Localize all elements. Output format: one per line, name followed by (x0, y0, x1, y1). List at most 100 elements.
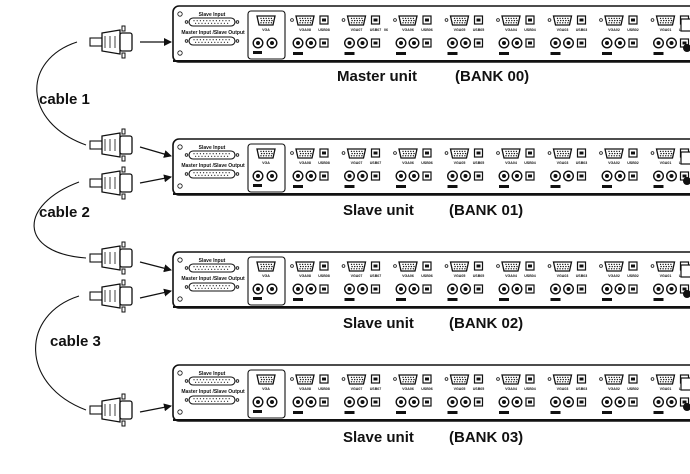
vga-pin (464, 150, 466, 153)
db-pin (204, 41, 206, 43)
ps2-port-center (256, 400, 260, 404)
vga-pin (404, 268, 407, 270)
vga-pin (507, 22, 510, 24)
vga-pin (557, 19, 559, 22)
db-pin (203, 20, 205, 22)
vga-pin (309, 268, 312, 270)
ps2-port-center (566, 41, 571, 45)
vga-pin (412, 150, 415, 153)
vga-pin (405, 265, 407, 268)
vga-pin (270, 150, 273, 153)
vga-pin (353, 155, 355, 157)
vga-pin (309, 22, 312, 24)
vga-pin (567, 376, 569, 379)
channel-marker (447, 411, 458, 414)
channel-screw (341, 377, 346, 381)
connector-hood (101, 132, 121, 158)
vga-pin (659, 150, 662, 153)
power-jack (683, 290, 690, 298)
db-pin (195, 400, 197, 402)
channel-screw (444, 264, 449, 268)
console-section (247, 143, 286, 193)
vga-pin (507, 381, 510, 383)
db-pin (196, 379, 198, 381)
vga-pin (662, 155, 664, 157)
console-marker (253, 410, 262, 413)
db-pin (198, 41, 200, 43)
vga-pin (260, 268, 262, 270)
vga-pin (513, 381, 515, 383)
db-pin (204, 22, 206, 24)
connector-thumbscrew (121, 420, 126, 427)
ps2-port-center (360, 41, 365, 45)
vga-pin (350, 268, 353, 270)
db-pin (225, 379, 227, 381)
channel-vga-label: VGA05 (454, 274, 466, 278)
db-pin (201, 174, 203, 176)
vga-pin (260, 152, 263, 155)
ps2-port-center (463, 400, 468, 404)
vga-pin (304, 376, 306, 379)
vga-pin (262, 150, 265, 153)
vga-pin (564, 22, 566, 24)
ps2-port-center (566, 287, 571, 291)
channel-marker (653, 185, 664, 188)
vga-pin (263, 152, 265, 155)
channel-vga-label: VGA04 (505, 274, 517, 278)
screw (184, 398, 189, 402)
cable-2-label: cable 2 (39, 204, 90, 221)
connector-hood (101, 283, 121, 309)
db-pin (199, 266, 201, 268)
vga-pin (662, 263, 664, 266)
vga-pin (668, 19, 670, 22)
vga-pin (305, 152, 307, 155)
vga-pin (307, 19, 310, 22)
vga-pin (453, 22, 456, 24)
unit-chassis (172, 251, 690, 309)
db-pin (196, 153, 198, 155)
vga-pin (361, 263, 363, 266)
vga-pin (511, 152, 513, 155)
vga-pin (567, 155, 569, 157)
connector-thumbscrew (121, 52, 126, 59)
vga-pin (516, 152, 518, 155)
db-pin (217, 22, 219, 24)
vga-pin (515, 263, 518, 266)
vga-pin (356, 22, 358, 24)
vga-pin (665, 152, 667, 155)
usb-port-inner (631, 400, 635, 404)
db-pin (212, 285, 214, 287)
screw (184, 285, 189, 289)
mount-hole (177, 50, 183, 56)
db-pin (225, 398, 227, 400)
channel-marker (602, 185, 612, 188)
channel-vga-label: VGA06 (402, 387, 414, 391)
db-pin (195, 287, 197, 289)
vga-pin (271, 19, 273, 22)
vga-pin (560, 19, 562, 22)
vga-pin (457, 152, 459, 155)
vga-pin (567, 150, 569, 153)
vga-pin (613, 376, 615, 379)
vga-pin (307, 263, 309, 266)
channel-usb-label: USB06 (421, 274, 433, 278)
vga-pin (559, 381, 561, 383)
usb-port-inner (579, 151, 584, 155)
vga-pin (361, 19, 364, 22)
ps2-port-center (656, 287, 661, 291)
vga-pin (618, 150, 621, 153)
vga-pin (510, 381, 512, 383)
vga-pin (618, 268, 621, 270)
db-pin (215, 172, 217, 174)
vga-pin (659, 381, 662, 383)
channel-marker (550, 298, 561, 301)
channel-screw (547, 264, 552, 268)
usb-port-inner (528, 377, 532, 381)
db-pin (201, 22, 203, 24)
db-pin (225, 153, 227, 155)
vga-pin (412, 22, 415, 24)
channel-usb-label: USB07 (370, 161, 382, 165)
vga-pin (507, 155, 510, 157)
vga-pin (353, 150, 355, 153)
db-pin (204, 174, 206, 176)
